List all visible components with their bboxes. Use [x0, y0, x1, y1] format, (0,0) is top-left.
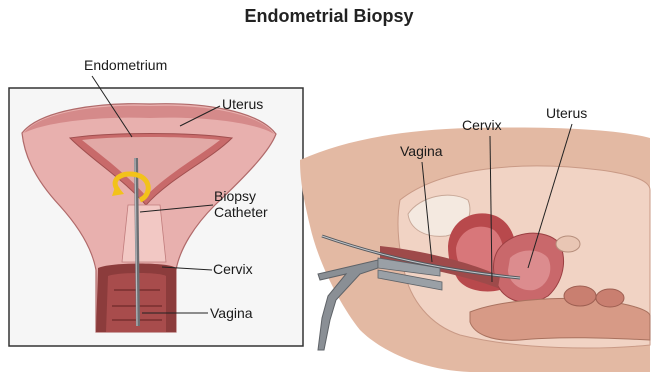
ovary: [556, 236, 580, 252]
rectum: [470, 299, 650, 341]
label-vagina-inset: Vagina: [210, 306, 253, 321]
inset-cervical-canal: [122, 205, 166, 262]
label-biopsy: Biopsy: [214, 189, 256, 204]
label-uterus-side: Uterus: [546, 106, 587, 121]
label-endometrium: Endometrium: [84, 58, 167, 73]
label-cervix-inset: Cervix: [213, 262, 253, 277]
label-vagina-side: Vagina: [400, 144, 443, 159]
label-cervix-side: Cervix: [462, 118, 502, 133]
label-catheter: Catheter: [214, 205, 268, 220]
label-uterus-inset: Uterus: [222, 97, 263, 112]
